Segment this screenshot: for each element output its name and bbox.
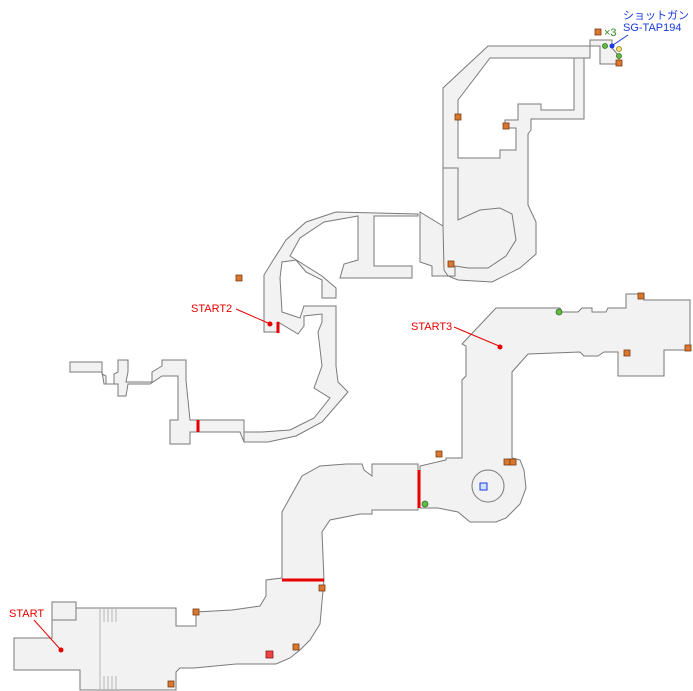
item-box-icon[interactable]: [192, 608, 200, 616]
room-start3: [419, 293, 691, 523]
item-box-icon[interactable]: [503, 458, 511, 466]
quantity-label: ×3: [604, 27, 617, 39]
key-item-icon[interactable]: [265, 650, 274, 659]
item-box-icon[interactable]: [615, 59, 623, 67]
item-box-icon[interactable]: [318, 584, 326, 592]
start2-leader-line: [235, 308, 269, 324]
corridor-north-top: [419, 39, 620, 283]
start2-label: START2: [191, 303, 232, 315]
ammo-point-icon[interactable]: [616, 46, 622, 52]
weapon-name-label: ショットガン: [623, 9, 689, 22]
item-box-icon[interactable]: [447, 260, 455, 268]
item-box-icon[interactable]: [637, 292, 645, 300]
start3-label: START3: [411, 321, 452, 333]
item-box-icon[interactable]: [167, 680, 175, 688]
corridor-start2-curve: [243, 211, 419, 443]
item-box-icon[interactable]: [509, 458, 517, 466]
item-box-icon[interactable]: [594, 28, 602, 36]
npc-point-icon[interactable]: [421, 500, 429, 508]
start3-leader-line: [453, 326, 500, 347]
start-label: START: [9, 608, 44, 620]
round-chamber-ring: [471, 469, 505, 503]
corridor-south: [13, 463, 419, 691]
item-box-icon[interactable]: [435, 450, 443, 458]
item-box-icon[interactable]: [623, 349, 631, 357]
start-leader-line: [33, 619, 61, 650]
item-box-icon[interactable]: [502, 122, 510, 130]
item-box-icon[interactable]: [454, 113, 462, 121]
weapon-code-label: SG-TAP194: [623, 22, 682, 34]
start2-point-icon[interactable]: [267, 321, 273, 327]
item-boxes: [167, 28, 692, 688]
weapon-leader-line: [612, 34, 629, 46]
item-box-icon[interactable]: [235, 274, 243, 282]
room-start-nook: [51, 601, 77, 621]
npc-point-icon[interactable]: [602, 43, 608, 49]
item-box-icon[interactable]: [684, 344, 692, 352]
corridor-far-west: [69, 359, 245, 445]
npc-point-icon[interactable]: [616, 53, 622, 59]
item-box-icon[interactable]: [292, 643, 300, 651]
stairs-start: [99, 608, 117, 690]
npc-point-icon[interactable]: [555, 308, 563, 316]
save-point-icon[interactable]: [479, 482, 488, 491]
